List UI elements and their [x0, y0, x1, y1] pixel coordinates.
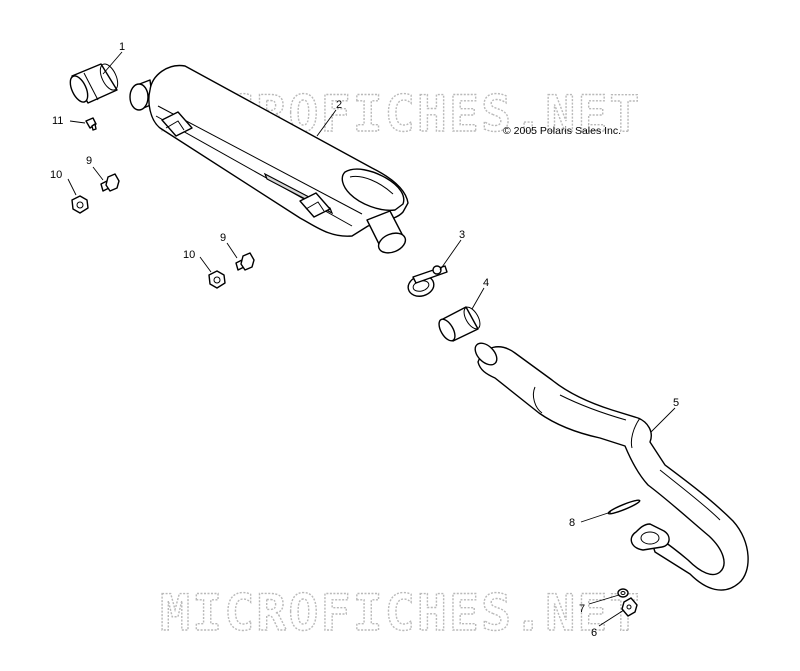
- callout-9-lower: 9: [220, 232, 226, 244]
- part-1-insert[interactable]: [67, 61, 122, 104]
- callout-1: 1: [119, 41, 125, 53]
- part-9-bolt-lower[interactable]: [235, 252, 255, 271]
- callout-8: 8: [569, 517, 575, 529]
- callout-4: 4: [483, 277, 489, 289]
- part-10-nut-lower[interactable]: [208, 270, 226, 289]
- part-6-nut[interactable]: [621, 597, 638, 617]
- part-2-muffler[interactable]: [129, 64, 409, 257]
- callout-2: 2: [336, 99, 342, 111]
- part-10-nut-upper[interactable]: [71, 195, 89, 214]
- watermark-bottom: MICROFICHES.NET: [160, 584, 642, 642]
- part-5-head-pipe[interactable]: [471, 339, 749, 591]
- part-7-washer[interactable]: [617, 588, 629, 598]
- callout-7: 7: [579, 603, 585, 615]
- leader-lines: [67, 51, 676, 627]
- part-11-rivet[interactable]: [85, 117, 97, 131]
- part-9-bolt-upper[interactable]: [100, 173, 120, 192]
- callout-6: 6: [591, 627, 597, 639]
- callout-5: 5: [673, 397, 679, 409]
- callout-11: 11: [52, 115, 63, 127]
- callout-9-upper: 9: [86, 155, 92, 167]
- callout-3: 3: [459, 229, 465, 241]
- callout-10-lower: 10: [183, 249, 195, 261]
- callout-10-upper: 10: [50, 169, 62, 181]
- part-3-clamp[interactable]: [406, 265, 448, 299]
- part-4-sleeve[interactable]: [436, 305, 483, 344]
- copyright-text: © 2005 Polaris Sales Inc.: [503, 125, 621, 137]
- part-8-gasket[interactable]: [607, 498, 641, 515]
